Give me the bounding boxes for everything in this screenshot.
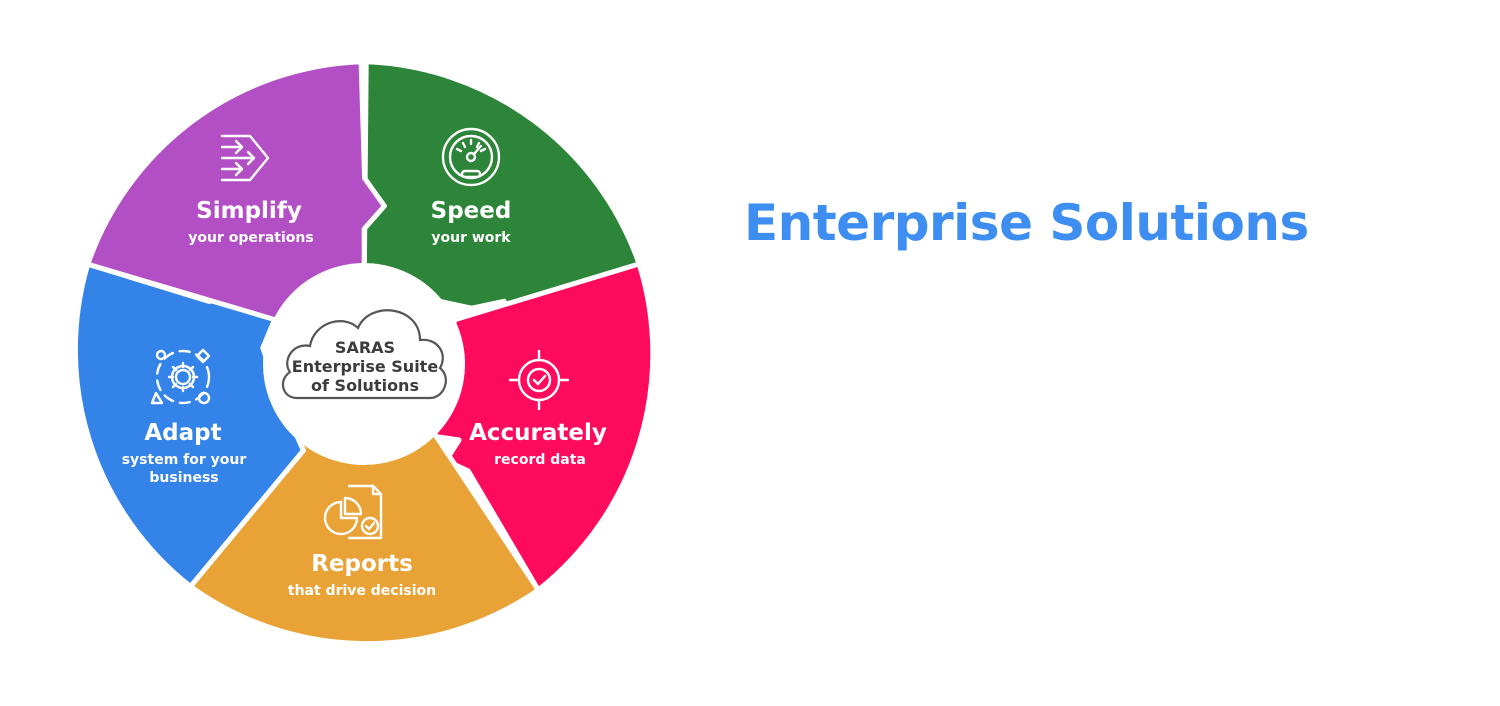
segment-accurately-subtitle: record data [494, 452, 586, 468]
center-line-1: SARAS [335, 338, 395, 357]
gear-shapes-icon [150, 348, 211, 405]
segment-speed-title: Speed [431, 198, 512, 224]
converging-arrows-icon [220, 134, 270, 182]
report-chart-icon [323, 484, 383, 540]
center-line-3: of Solutions [311, 376, 419, 395]
segment-simplify-wedge [85, 59, 387, 323]
segment-speed-subtitle: your work [431, 230, 511, 246]
segment-adapt-subtitle-line-2: business [149, 470, 218, 486]
center-disc [263, 263, 465, 465]
segment-simplify-title: Simplify [196, 198, 302, 224]
target-check-icon [508, 349, 570, 411]
center-line-2: Enterprise Suite [292, 357, 439, 376]
solutions-wheel: SARAS Enterprise Suite of Solutions Spee… [72, 59, 656, 647]
segment-reports-subtitle: that drive decision [288, 583, 436, 599]
cloud-outline-icon [281, 309, 447, 400]
segment-adapt-title: Adapt [144, 420, 221, 446]
segment-simplify [85, 59, 387, 323]
segment-adapt-subtitle-line-1: system for your [122, 452, 247, 468]
segment-accurately-title: Accurately [469, 420, 607, 446]
page-title: Enterprise Solutions [744, 194, 1309, 252]
segment-simplify-subtitle: your operations [188, 230, 313, 246]
segment-reports-title: Reports [311, 551, 413, 577]
speedometer-icon [441, 127, 501, 187]
